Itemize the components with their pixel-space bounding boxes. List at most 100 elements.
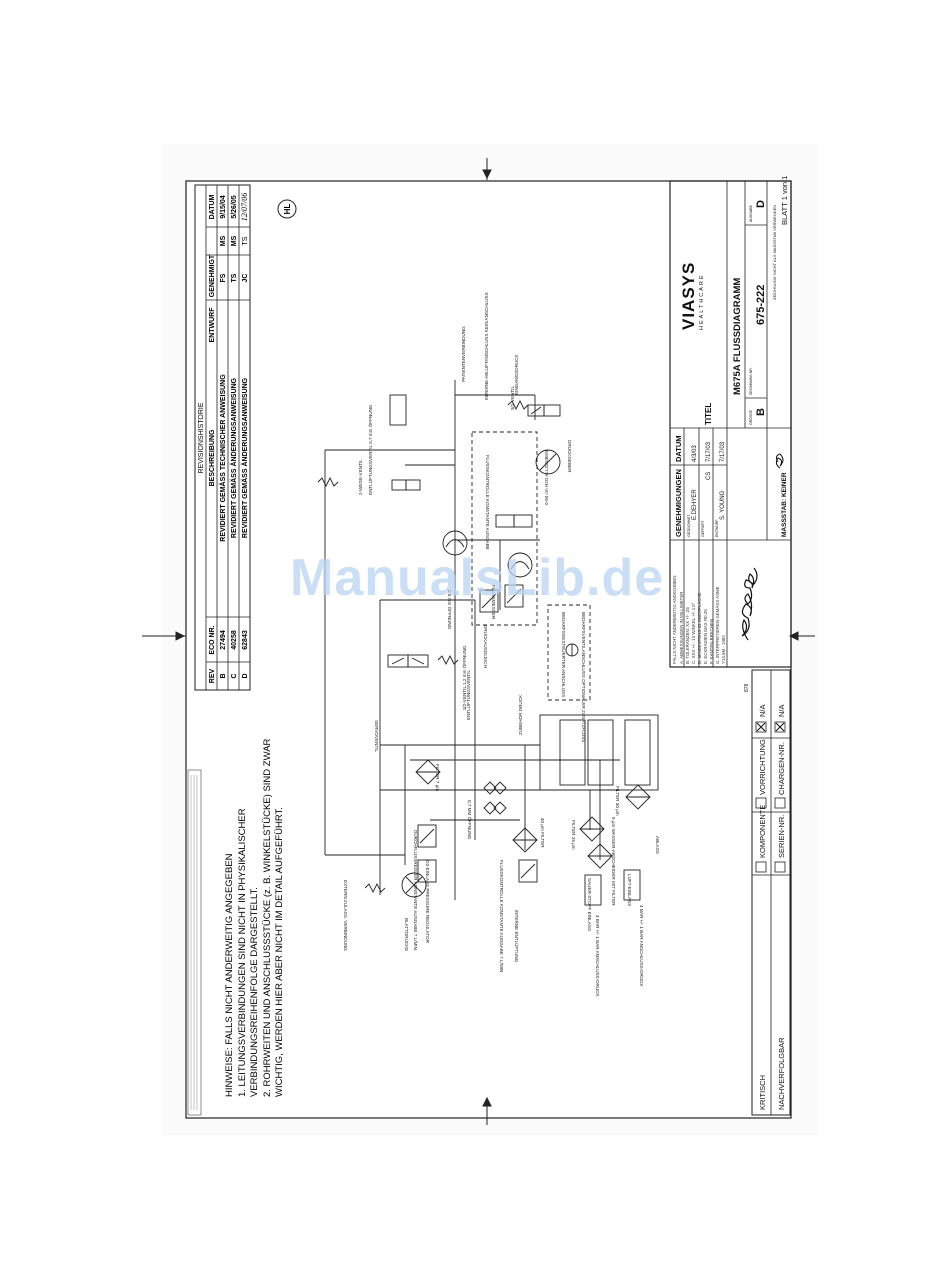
- note-line: 1. LEITUNGSVERBINDUNGEN SIND NICHT IN PH…: [237, 808, 248, 1097]
- label-wasserabscheider: 5 µm WASSER-ABSCHEIDER MIT FILTER: [611, 817, 616, 906]
- proportional-valve-icon: [495, 514, 533, 528]
- servo-valve-icon: [387, 654, 429, 668]
- size-label: GRÖSSE: [749, 409, 753, 425]
- label-filter-40: 40 µm FILTER: [540, 818, 545, 848]
- label-o2-einlass: O2-EINLASS PRESSURE REGULATOR: [425, 860, 430, 944]
- desc-cell: REVIDIERT GEMÄSS ÄNDERUNGSANWEISUNG: [230, 377, 238, 538]
- approvals-heading: GENEHMIGUNGEN: [674, 469, 683, 537]
- label-patientendruck: PATIENTENVERBINDUNG: [461, 326, 466, 382]
- seriennr-checkbox[interactable]: [774, 861, 786, 873]
- label-zubehoer: ZUBEHÖR DRUCK: [517, 694, 523, 735]
- label-na: N/A: [758, 704, 767, 717]
- filter-icon: [625, 784, 651, 810]
- komponente-checkbox[interactable]: [755, 861, 767, 873]
- filter-icon: [579, 816, 605, 842]
- svg-text:B. TOLERANZEN: XX +/- .25: B. TOLERANZEN: XX +/- .25: [685, 607, 690, 664]
- approval-name: S. YOUNG: [720, 490, 726, 520]
- hl-stamp-text: HL: [283, 204, 292, 215]
- note-line: 2. ROHRWEITEN UND ANSCHLUSSSTÜCKE (z. B.…: [262, 738, 273, 1097]
- approval-name: E.DEHYER: [692, 489, 698, 520]
- label-filter-30: FILTER 30 µm: [615, 786, 620, 816]
- label-luft-einlass: LUFT-EINLASS: [627, 874, 632, 906]
- drawing-title: M675A FLUSSDIAGRAMM: [732, 278, 743, 395]
- demand-valve-icon: [565, 643, 579, 657]
- size-value: B: [755, 408, 767, 416]
- label-druck-max: 0-50 cm H2O ALLGEMEIN: [544, 450, 549, 505]
- genehmigt-cell: MS: [231, 235, 238, 246]
- label-komponente: KOMPONENTE: [758, 805, 767, 858]
- filter-icon: [415, 759, 441, 785]
- revision-history: REVISIONSHISTORIE REV ECO NR. BESCHREIBU…: [194, 184, 297, 691]
- label-eingang: EINGANGSDRUCK: [514, 353, 519, 395]
- regulator-icon: [518, 859, 538, 883]
- vorrichtung-checkbox[interactable]: [755, 797, 767, 809]
- datum-cell: 5/26/05: [231, 195, 238, 218]
- datum-cell: 9/15/04: [220, 195, 227, 218]
- svg-text:G. INTERPRETIEREN GEMÄSS ASME: G. INTERPRETIEREN GEMÄSS ASME: [715, 586, 720, 664]
- three-way-valve-icon: [527, 404, 561, 417]
- scale-text: MASSSTAB: KEINER: [781, 472, 788, 537]
- company-sub: HEALTHCARE: [699, 273, 705, 330]
- air-inlet-box: [623, 869, 641, 901]
- svg-text:D. MINDESTENS 63 OBERFLÄCHE: D. MINDESTENS 63 OBERFLÄCHE: [697, 592, 702, 664]
- classification-block: KRITISCH KOMPONENTE VORRICHTUNG N/A NACH…: [744, 669, 791, 1116]
- notes-block: HINWEISE: FALLS NICHT ANDERWEITIG ANGEGE…: [187, 738, 285, 1116]
- na-checkbox[interactable]: [755, 721, 767, 733]
- approval-date: 7/17/03: [706, 441, 712, 462]
- schematic-labels: BLATTDRUCKE EXTERN ZULASS. VERBINDUNG IN…: [343, 292, 660, 997]
- label-flussmesser: FLUSSMESSER: [491, 585, 496, 620]
- label-drossel: 0,7 MM ÖFFNUNG: [467, 800, 473, 840]
- eco-cell: 40258: [231, 630, 238, 650]
- label-ablass: ABLASS: [655, 836, 660, 854]
- oxygen-inlet-box: [584, 874, 602, 906]
- label-sauer-druck: 4 BAR +/- 1 BAR ANSCHLUSS-DRUCK: [595, 915, 600, 997]
- label-servoventil: SERVOVENTIL: [374, 720, 379, 753]
- approvals-datum-heading: DATUM: [674, 435, 683, 462]
- label-entluft-ventil: ENTLÜFTUNGSVENTIL 0,7 mm ÖFFNUNG: [367, 404, 373, 495]
- label-nachverfolgbar: NACHVERFOLGBAR: [777, 1037, 786, 1110]
- sheet-number: BLATT 1 von 1: [780, 176, 789, 225]
- drawing-no-label: ZEICHNUNG NR.: [749, 367, 753, 395]
- label-regler-bedarf: BEDARFSVENTILANSCHLUSS OPTIONALER ZUSATZ…: [581, 612, 586, 742]
- label-kritisch: KRITISCH: [758, 1075, 767, 1110]
- genehmigt-cell: MS: [220, 235, 227, 246]
- eco-cell: 62843: [242, 630, 249, 650]
- col-eco: ECO NR.: [209, 625, 216, 654]
- label-luft-druck: 4 BAR +/- 1 BAR ANSCHLUSS-DRUCK: [639, 905, 644, 987]
- label-zweiwege: 2-WEGE-VENTIL: [358, 459, 363, 495]
- spring-icon: [317, 476, 339, 488]
- title-block: FALLS NICHT ANDERWEITIG ANGEGEBEN A. ABM…: [669, 176, 792, 668]
- genehmigt-cell: TS: [242, 236, 249, 245]
- spring-icon: [364, 882, 386, 894]
- titel-label: TITEL: [704, 403, 713, 425]
- label-sauerstoff-einlass: SAUER-STOFF EINLASS: [587, 878, 592, 931]
- svg-text:F. KANTEN BRECHEN: F. KANTEN BRECHEN: [709, 619, 714, 664]
- rev-value: D: [755, 200, 767, 208]
- na2-checkbox[interactable]: [774, 721, 786, 733]
- two-way-valve-icon: [391, 479, 421, 491]
- col-beschreibung: BESCHREIBUNG: [209, 429, 216, 486]
- label-dreiwege: 3/2-VENTIL 1,2 mm ÖFFNUNG: [461, 645, 467, 710]
- label-netz: BEDARFSGESTEUERTER ANSCHLUSS: [561, 612, 566, 697]
- flow-control-icon: [479, 589, 499, 613]
- label-oeffnung-05: 0,5 mm ÖFFNUNG: [447, 590, 453, 630]
- label-druckgeber: DRUCKGEBER: [567, 440, 572, 473]
- label-flussoeffnung: FLUSSKONTROLLE KONSTANTE AUSGABE 7 L/MIN: [499, 860, 504, 972]
- chargennr-checkbox[interactable]: [774, 797, 786, 809]
- flow-schematic: [317, 380, 659, 906]
- regulator-icon: [417, 859, 437, 883]
- checked-mark-icon: [775, 722, 785, 732]
- svg-text:FALLS NICHT ANDERWEITIG ANGEGE: FALLS NICHT ANDERWEITIG ANGEGEBEN: [672, 576, 677, 664]
- blattdrucke-icon: [401, 872, 427, 898]
- datum-cell-handwritten: 12/07/06: [240, 193, 249, 221]
- patient-port-box: [389, 394, 407, 426]
- label-durchflussregler: DURCHFLUSSREGLER KONSTANTE AUSGABE 7 L/M…: [413, 830, 418, 950]
- note-line: VERBINDUNGSREIHENFOLGE DARGESTELLT.: [249, 887, 260, 1097]
- eco-cell: 27494: [220, 630, 227, 650]
- drawing-no: 675-222: [755, 285, 767, 325]
- note-line: WICHTIG, WERDEN HIER ABER NICHT IM DETAI…: [274, 807, 285, 1097]
- svg-text:A. ABMESSUNGEN IN MILLIMETER: A. ABMESSUNGEN IN MILLIMETER: [679, 592, 684, 664]
- regulator-icon: [417, 824, 437, 848]
- pressure-gauge-icon: [535, 449, 561, 475]
- label-flussregler: FLUSSKONTROLLE KONSTANTE AUSGABE: [485, 455, 490, 550]
